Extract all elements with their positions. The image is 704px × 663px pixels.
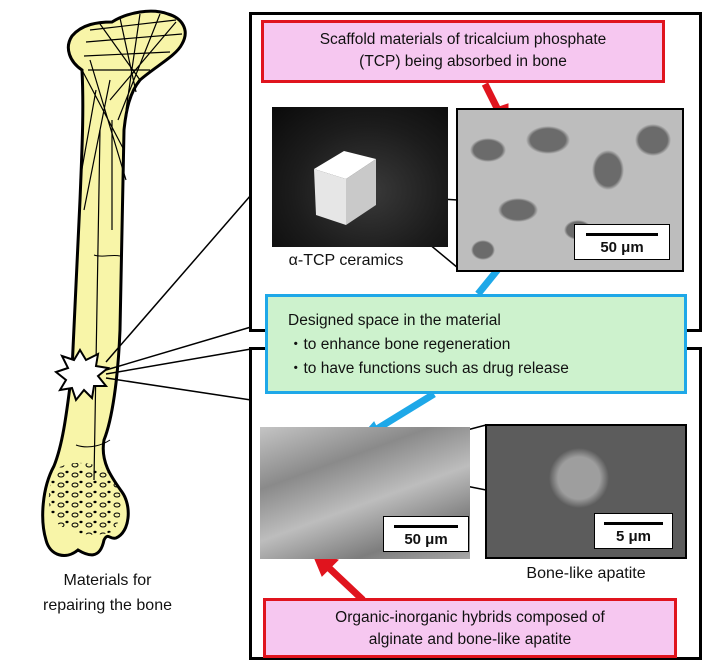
hybrid-scale-bar: 50 μm <box>383 516 469 552</box>
bone-caption: Materials for repairing the bone <box>10 568 205 618</box>
apatite-scale-bar-line <box>604 522 663 525</box>
bone-caption-line2: repairing the bone <box>10 593 205 618</box>
designed-space-line2: ・to enhance bone regeneration <box>288 333 684 357</box>
tcp-scale-bar: 50 μm <box>574 224 670 260</box>
cube-shape <box>272 107 448 247</box>
tcp-callout-line1: Scaffold materials of tricalcium phospha… <box>264 29 662 51</box>
designed-space-line1: Designed space in the material <box>288 309 684 333</box>
hybrid-scale-bar-line <box>394 525 458 528</box>
tcp-ceramics-photo <box>272 107 448 247</box>
bone-illustration <box>43 11 185 555</box>
tcp-callout-line2: (TCP) being absorbed in bone <box>264 51 662 73</box>
tcp-scale-bar-line <box>586 233 657 236</box>
tcp-callout: Scaffold materials of tricalcium phospha… <box>261 20 665 83</box>
hybrid-callout-line2: alginate and bone-like apatite <box>266 629 674 651</box>
hybrid-callout-line1: Organic-inorganic hybrids composed of <box>266 607 674 629</box>
designed-space-callout: Designed space in the material ・to enhan… <box>265 294 687 394</box>
hybrid-callout: Organic-inorganic hybrids composed of al… <box>263 598 677 658</box>
hybrid-scale-label: 50 μm <box>384 531 468 548</box>
tcp-photo-caption: α-TCP ceramics <box>266 252 426 270</box>
designed-space-line3: ・to have functions such as drug release <box>288 357 684 381</box>
bone-caption-line1: Materials for <box>10 568 205 593</box>
apatite-caption: Bone-like apatite <box>486 565 686 583</box>
tcp-scale-label: 50 μm <box>575 239 669 256</box>
apatite-scale-bar: 5 μm <box>594 513 673 549</box>
apatite-scale-label: 5 μm <box>595 528 672 545</box>
